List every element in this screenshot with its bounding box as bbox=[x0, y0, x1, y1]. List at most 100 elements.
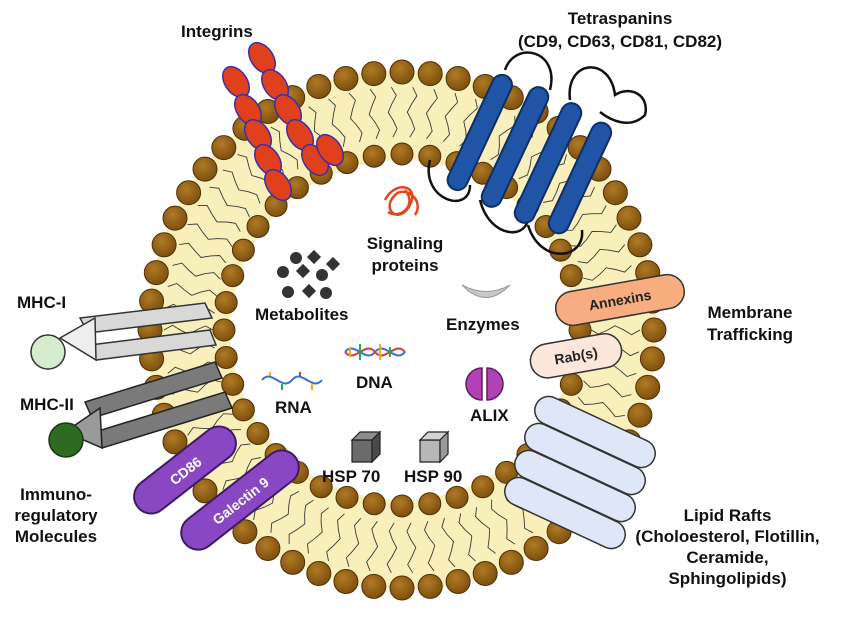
lipid-tail bbox=[441, 517, 456, 568]
lipid-head bbox=[231, 398, 255, 422]
lipid-rafts-line1: Lipid Rafts bbox=[683, 506, 772, 525]
integrin-subunit bbox=[315, 133, 345, 167]
tetraspanins-list-label: (CD9, CD63, CD81, CD82) bbox=[517, 32, 723, 51]
rna-icon bbox=[261, 372, 323, 390]
lipid-head bbox=[309, 475, 333, 499]
lipid-head bbox=[151, 232, 177, 258]
lipid-head bbox=[389, 59, 415, 85]
lipid-head bbox=[362, 144, 386, 168]
lipid-head bbox=[333, 569, 359, 594]
immuno-label-line1: Immuno- bbox=[20, 485, 92, 504]
cd86-pill: CD86 bbox=[133, 425, 237, 515]
lipid-head bbox=[306, 74, 332, 99]
lipid-head bbox=[214, 346, 238, 369]
lipid-tail bbox=[442, 92, 459, 142]
annexins-pill: Annexins bbox=[554, 273, 686, 327]
lipid-tail bbox=[270, 491, 300, 533]
lipid-tail bbox=[406, 522, 417, 574]
lipid-head bbox=[362, 492, 386, 516]
signaling-label-line2: proteins bbox=[371, 256, 439, 275]
lipid-tail bbox=[167, 282, 218, 297]
lipid-head bbox=[635, 374, 661, 400]
lipid-head bbox=[221, 264, 245, 288]
lipid-head bbox=[472, 561, 498, 586]
membrane-trafficking-line1: Membrane bbox=[707, 303, 793, 322]
mhc-ii-ball bbox=[48, 422, 84, 458]
lipid-tail bbox=[425, 89, 438, 139]
hsp90-cube-icon bbox=[418, 430, 450, 464]
lipid-tail bbox=[475, 507, 496, 554]
lipid-head bbox=[280, 549, 306, 575]
membrane-trafficking-line2: Trafficking bbox=[707, 325, 793, 344]
lipid-head bbox=[192, 156, 218, 182]
lipid-tail bbox=[209, 186, 250, 218]
lipid-head bbox=[471, 475, 495, 499]
dna-label: DNA bbox=[356, 373, 393, 392]
mhc-i-ball bbox=[30, 334, 66, 370]
integrins bbox=[221, 41, 345, 202]
lipid-tail bbox=[582, 265, 632, 281]
lipid-head bbox=[639, 346, 665, 372]
lipid-head bbox=[602, 180, 628, 206]
rna-label: RNA bbox=[275, 398, 312, 417]
signaling-label-line1: Signaling bbox=[366, 234, 444, 253]
enzyme-icon bbox=[461, 284, 511, 298]
lipid-tail bbox=[571, 224, 617, 247]
hsp70-label: HSP 70 bbox=[322, 467, 381, 486]
lipid-tail bbox=[406, 87, 418, 138]
lipid-head bbox=[176, 180, 202, 206]
lipid-tail bbox=[328, 98, 346, 147]
rab-pill: Rab(s) bbox=[529, 333, 623, 379]
lipid-head bbox=[361, 61, 387, 87]
lipid-head bbox=[389, 575, 415, 601]
lipid-tail bbox=[424, 521, 436, 572]
lipid-tail bbox=[187, 223, 233, 248]
lipid-head bbox=[333, 66, 359, 91]
hsp90-label: HSP 90 bbox=[404, 467, 463, 486]
lipid-tail bbox=[326, 513, 345, 562]
metabolites-icon bbox=[277, 249, 341, 299]
lipid-tail bbox=[387, 86, 398, 138]
integrins-label: Integrins bbox=[181, 22, 253, 41]
lipid-head bbox=[498, 549, 524, 575]
lipid-head bbox=[306, 561, 332, 586]
lipid-head bbox=[246, 215, 270, 238]
lipid-head bbox=[445, 66, 471, 91]
lipid-head bbox=[418, 492, 442, 516]
lipid-tail bbox=[222, 169, 261, 204]
lipid-rafts-line3: Ceramide, bbox=[686, 548, 769, 567]
lipid-head bbox=[192, 478, 218, 504]
lipid-rafts-line4: Sphingolipids) bbox=[668, 569, 787, 588]
mhc-ii-label: MHC-II bbox=[20, 395, 74, 414]
lipid-tail bbox=[577, 396, 625, 418]
lipid-tail bbox=[386, 522, 398, 573]
lipid-tail bbox=[270, 126, 299, 170]
signaling-protein-icon bbox=[383, 186, 419, 216]
lipid-tail bbox=[458, 513, 476, 562]
lipid-tail bbox=[491, 499, 516, 545]
lipid-tail bbox=[288, 499, 314, 545]
lipid-tail bbox=[348, 92, 363, 143]
tetraspanins bbox=[427, 51, 648, 255]
alix-icon bbox=[465, 367, 504, 401]
lipid-head bbox=[212, 318, 236, 342]
lipid-tail bbox=[307, 507, 329, 554]
lipid-head bbox=[162, 429, 188, 455]
lipid-head bbox=[162, 205, 188, 231]
lipid-head bbox=[549, 238, 573, 262]
lipid-head bbox=[214, 291, 238, 314]
lipid-tail bbox=[172, 262, 221, 280]
immuno-label-line3: Molecules bbox=[14, 527, 98, 546]
lipid-raft-pills bbox=[504, 395, 656, 550]
lipid-head bbox=[445, 485, 469, 509]
lipid-head bbox=[390, 142, 414, 166]
enzymes-label: Enzymes bbox=[446, 315, 520, 334]
immuno-label-line2: regulatory bbox=[14, 506, 98, 525]
tetraspanins-label: Tetraspanins bbox=[567, 9, 673, 28]
lipid-head bbox=[221, 372, 245, 396]
lipid-head bbox=[417, 573, 443, 599]
dna-icon bbox=[344, 344, 406, 360]
lipid-tail bbox=[583, 380, 632, 398]
lipid-tail bbox=[368, 88, 380, 139]
